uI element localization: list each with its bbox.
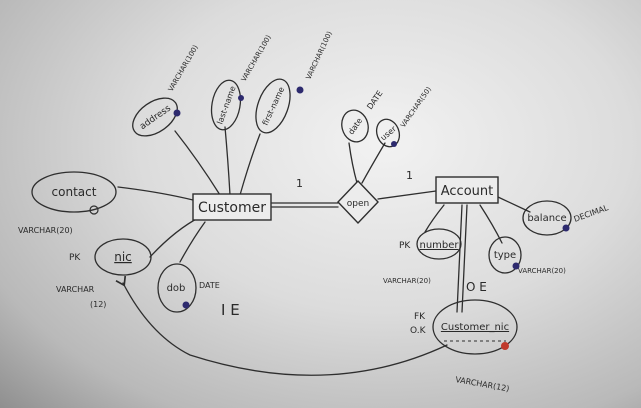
line-nic-customer <box>149 216 201 258</box>
contact-label: contact <box>52 185 97 199</box>
line-user-open <box>361 142 386 184</box>
dob-label: dob <box>167 283 186 294</box>
line-lastname-customer <box>224 126 231 196</box>
attr-balance: balance DECIMAL <box>522 200 610 236</box>
user-dot <box>391 141 397 147</box>
line-address-customer <box>174 130 221 196</box>
customer-nic-label: Customer_nic <box>441 322 509 333</box>
user-label: user <box>379 124 399 143</box>
customer-nic-type: VARCHAR(12) <box>455 375 510 393</box>
balance-ellipse <box>522 200 572 236</box>
number-label: number <box>419 240 459 251</box>
dob-dot <box>182 301 190 309</box>
first-name-ellipse <box>255 78 291 134</box>
date-label: date <box>347 116 365 136</box>
first-name-type: VARCHAR(100) <box>305 30 334 81</box>
line-account-customernic-1 <box>456 204 463 313</box>
type-dot <box>512 262 520 270</box>
type-ellipse <box>488 236 522 274</box>
last-name-label: last-name <box>215 85 237 126</box>
connectors <box>115 126 531 376</box>
contact-dot <box>89 205 99 215</box>
last-name-ellipse <box>210 79 242 131</box>
nic-type-1: VARCHAR <box>56 285 95 294</box>
attr-nic: nic PK VARCHAR (12) <box>56 238 152 309</box>
dob-ellipse <box>157 263 197 313</box>
contact-ellipse <box>31 171 117 213</box>
line-account-number <box>424 204 445 233</box>
balance-label: balance <box>527 213 566 224</box>
nic-label: nic <box>114 250 132 264</box>
nic-pk-label: PK <box>69 253 81 263</box>
cardinality-left: 1 <box>296 177 303 190</box>
nic-type-2: (12) <box>90 300 106 309</box>
last-name-type: VARCHAR(100) <box>240 33 273 83</box>
type-label: type <box>494 250 516 261</box>
attr-customer-nic: O E Customer_nic FK O.K VARCHAR(12) <box>410 280 518 393</box>
oe-label: O E <box>466 280 487 294</box>
last-name-dot <box>238 95 244 101</box>
fk-label: FK <box>414 312 426 322</box>
attr-contact: contact VARCHAR(20) <box>18 171 117 235</box>
address-ellipse <box>132 97 178 137</box>
attr-address: address VARCHAR(100) <box>132 43 200 137</box>
cardinality-right: 1 <box>406 169 413 182</box>
address-dot <box>173 109 181 117</box>
customer-nic-dot <box>501 342 509 350</box>
customer-label: Customer <box>198 200 266 216</box>
line-open-account <box>377 190 437 200</box>
line-account-type <box>479 204 503 244</box>
user-type: VARCHAR(50) <box>399 85 433 129</box>
contact-type: VARCHAR(20) <box>18 226 73 235</box>
line-dob-customer <box>179 221 206 263</box>
balance-type: DECIMAL <box>573 203 610 224</box>
attr-type: type VARCHAR(20) <box>488 236 566 275</box>
dob-type: DATE <box>199 281 220 290</box>
open-diamond <box>337 179 379 225</box>
line-date-open <box>348 142 358 184</box>
first-name-dot <box>296 86 304 94</box>
number-type: VARCHAR(20) <box>383 277 431 285</box>
customer-box <box>192 193 272 221</box>
number-ellipse <box>416 228 462 260</box>
type-type: VARCHAR(20) <box>518 267 566 275</box>
line-account-customernic-2 <box>461 204 468 313</box>
number-pk-label: PK <box>399 241 411 251</box>
ie-label: I E <box>221 301 240 319</box>
line-firstname-customer <box>239 133 261 196</box>
account-label: Account <box>441 184 494 199</box>
open-label: open <box>347 199 369 209</box>
line-contact-customer <box>117 186 194 201</box>
balance-dot <box>562 224 570 232</box>
relationship-open: open 1 1 <box>296 169 413 225</box>
date-ellipse <box>341 109 369 143</box>
line-account-balance <box>497 196 531 213</box>
fk-arrow-to-nic <box>115 275 448 376</box>
date-type: DATE <box>365 89 384 111</box>
attr-number: number PK VARCHAR(20) <box>383 228 462 285</box>
attr-dob: dob DATE I E <box>157 263 240 319</box>
address-type: VARCHAR(100) <box>167 43 200 93</box>
account-box <box>435 176 499 204</box>
nic-ellipse <box>94 238 152 276</box>
customer-nic-ellipse <box>432 299 518 355</box>
entity-customer: Customer <box>192 193 272 221</box>
ok-label: O.K <box>410 326 427 336</box>
entity-account: Account <box>435 176 499 204</box>
